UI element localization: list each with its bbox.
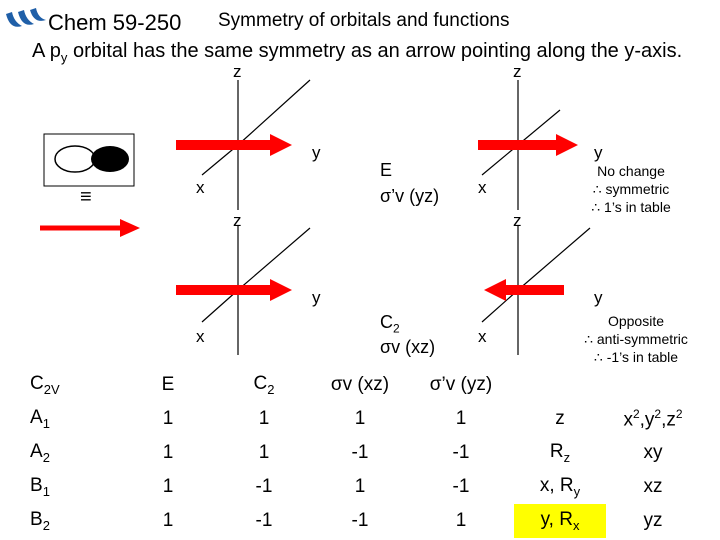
y-label-1: y: [312, 143, 321, 162]
intro-sub: y: [60, 50, 68, 65]
intro-post: orbital has the same symmetry as an arro…: [67, 40, 683, 62]
table-row-A2: A2 1 1 -1 -1 Rz xy: [28, 436, 700, 470]
op-c2-main: C: [380, 312, 393, 332]
note-antisymmetric-line-3: ∴ -1’s in table: [593, 349, 679, 365]
note-symmetric-line-2: ∴ symmetric: [592, 181, 670, 197]
z-label-1: z: [233, 62, 242, 81]
z-label-4: z: [513, 211, 522, 230]
table-cell: -1: [351, 442, 369, 463]
y-label-3: y: [312, 288, 321, 307]
irrep-B2: B2: [30, 509, 50, 533]
note-symmetric-line-1: No change: [597, 163, 665, 179]
quadratic-function-cell: x2,y2,z2: [623, 406, 683, 431]
table-cell: -1: [452, 476, 470, 497]
op-sigma-v-label: σv (xz): [380, 337, 436, 357]
py-orbital-icon: [43, 133, 135, 187]
header-empty-2: [606, 368, 700, 402]
quadratic-function-cell: xy: [643, 442, 663, 463]
note-symmetric: No change ∴ symmetric ∴ 1’s in table: [576, 162, 686, 216]
table-cell: 1: [162, 476, 174, 497]
intro-pre: A p: [32, 40, 61, 62]
header-op-sigma-v: σv (xz): [330, 374, 390, 395]
equivalence-symbol: ≡: [80, 186, 92, 208]
linear-function-cell: z: [555, 408, 565, 429]
quadratic-function-cell: yz: [643, 510, 663, 531]
table-cell: -1: [255, 476, 273, 497]
header-op-sigma-v-prime: σ’v (yz): [429, 374, 493, 395]
table-cell: -1: [351, 510, 369, 531]
note-antisymmetric: Opposite ∴ anti-symmetric ∴ -1’s in tabl…: [566, 312, 706, 366]
irrep-B1: B1: [30, 475, 50, 499]
quadratic-function-cell: xz: [643, 476, 663, 497]
table-header-row: C2V E C2 σv (xz) σ’v (yz): [28, 368, 700, 402]
x-label-3: x: [196, 327, 205, 346]
op-c2-label: C2: [380, 312, 400, 336]
table-row-A1: A1 1 1 1 1 z x2,y2,z2: [28, 402, 700, 436]
axes-panel-4: [481, 225, 591, 355]
linear-function-cell: x, Ry: [539, 475, 581, 499]
linear-function-cell: Rz: [549, 441, 571, 465]
header-op-C2-sub: 2: [267, 381, 275, 397]
z-label-3: z: [233, 211, 242, 230]
character-table: C2V E C2 σv (xz) σ’v (yz) A1 1 1 1 1 z x…: [28, 368, 700, 538]
op-sigma-v-prime-label: σ’v (yz): [380, 186, 440, 206]
course-label: Chem 59-250: [48, 10, 182, 35]
table-cell: 1: [455, 408, 467, 429]
y-label-2: y: [594, 143, 603, 162]
table-cell: 1: [354, 408, 366, 429]
table-cell: 1: [162, 442, 174, 463]
header-empty-1: [514, 368, 606, 402]
py-arrow-icon: [40, 219, 140, 237]
x-label-2: x: [478, 178, 487, 197]
table-cell: 1: [162, 510, 174, 531]
header-op-C2: C2: [253, 373, 275, 397]
x-label-1: x: [196, 178, 205, 197]
table-cell: -1: [255, 510, 273, 531]
axes-panel-1: [176, 79, 311, 210]
note-antisymmetric-line-2: ∴ anti-symmetric: [584, 331, 688, 347]
axes-panel-3: [176, 225, 311, 355]
note-symmetric-line-3: ∴ 1’s in table: [591, 199, 671, 215]
table-cell: 1: [162, 408, 174, 429]
irrep-A1: A1: [30, 407, 50, 431]
symmetry-diagram: [40, 79, 591, 355]
slide-title: Symmetry of orbitals and functions: [218, 10, 510, 31]
table-row-B1: B1 1 -1 1 -1 x, Ry xz: [28, 470, 700, 504]
table-cell: 1: [354, 476, 366, 497]
table-cell: -1: [452, 442, 470, 463]
table-cell: 1: [258, 442, 270, 463]
op-c2-sub: 2: [393, 321, 400, 336]
header-point-group: C2V: [30, 373, 60, 397]
chem-logo: [6, 8, 46, 27]
table-cell: 1: [455, 510, 467, 531]
intro-sentence: A py orbital has the same symmetry as an…: [32, 40, 682, 65]
z-label-2: z: [513, 62, 522, 81]
x-label-4: x: [478, 327, 487, 346]
header-op-E: E: [161, 374, 175, 395]
irrep-A2: A2: [30, 441, 50, 465]
note-antisymmetric-line-1: Opposite: [607, 313, 665, 329]
linear-function-cell-highlighted: y, Rx: [514, 504, 606, 538]
table-row-B2: B2 1 -1 -1 1 y, Rx yz: [28, 504, 700, 538]
header-point-group-sub: 2V: [43, 381, 60, 397]
table-cell: 1: [258, 408, 270, 429]
axes-panel-2: [478, 80, 578, 210]
op-identity-label: E: [380, 160, 393, 180]
y-label-4: y: [594, 288, 603, 307]
